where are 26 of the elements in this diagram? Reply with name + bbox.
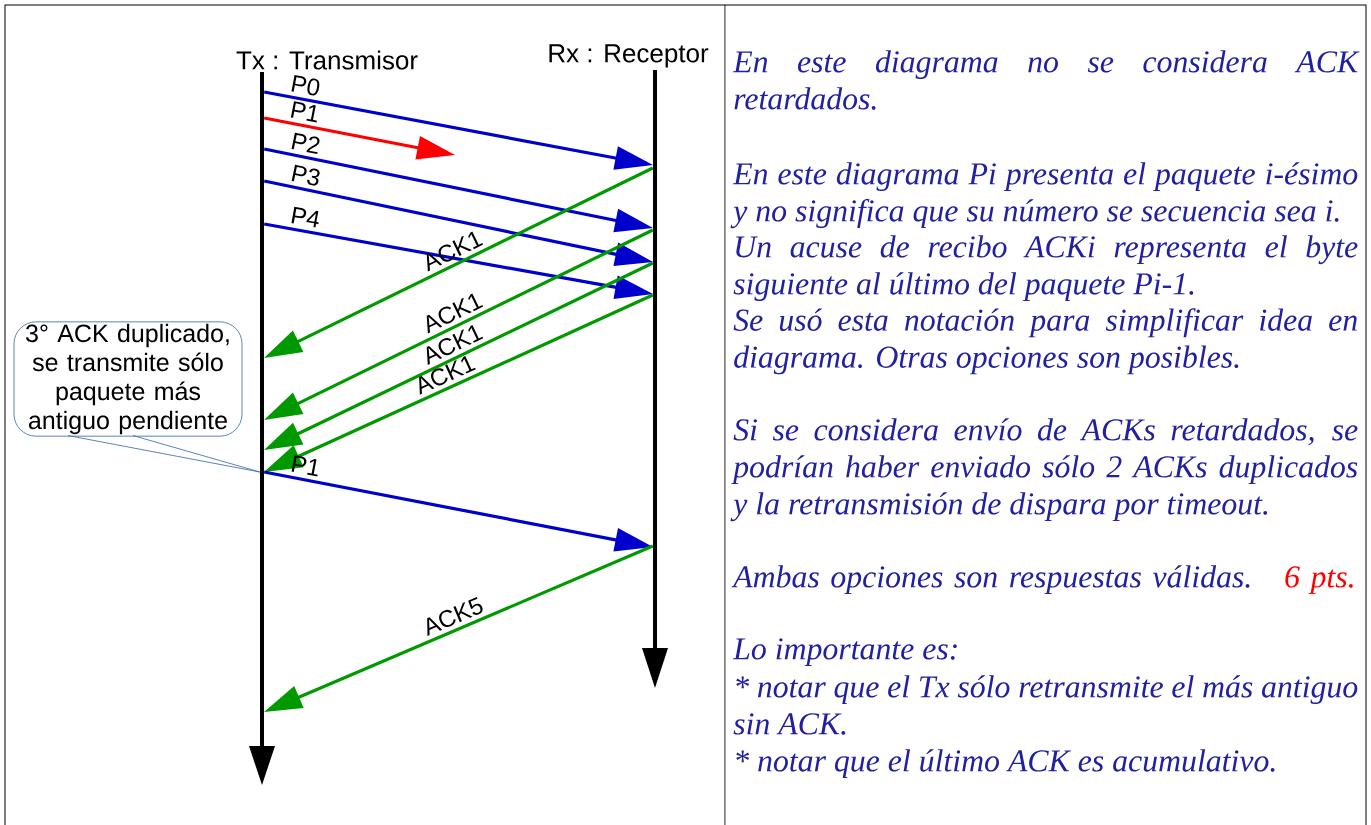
lifeline: Rx : Receptor [549, 44, 709, 688]
edge-label: P1 [291, 455, 318, 477]
message-arrow [264, 228, 654, 420]
note-text: * notar que el último ACK es acumulativo. [736, 749, 1275, 779]
node-label: Tx : Transmisor [236, 50, 418, 70]
score-text: 6 pts. [1285, 566, 1353, 595]
message-arrow [263, 147, 653, 233]
message-arrow [264, 166, 654, 358]
edge-label: P0 [291, 75, 320, 96]
message-arrow [263, 222, 653, 300]
message-arrow [264, 293, 654, 472]
message-arrow [263, 116, 455, 160]
message-arrow [263, 179, 653, 266]
message-arrow [264, 261, 654, 450]
edge-label: P3 [291, 164, 320, 186]
edge-label: P2 [291, 132, 320, 155]
edge-label: P1 [290, 101, 317, 123]
edge-label: ACK5 [427, 597, 483, 636]
node-label: Rx : Receptor [549, 44, 709, 68]
note-text: * notar que el Tx sólo retransmite el más antiguo sin ACK. [733, 675, 1358, 735]
message-arrow [263, 90, 653, 170]
speech-bubble: 3° ACK duplicado, se transmite sólo paquete más antiguo pendiente [13, 321, 243, 437]
message-arrow [264, 544, 654, 712]
message-arrow [263, 470, 653, 552]
edge-label: P4 [291, 206, 319, 228]
leader-line [67, 435, 261, 473]
